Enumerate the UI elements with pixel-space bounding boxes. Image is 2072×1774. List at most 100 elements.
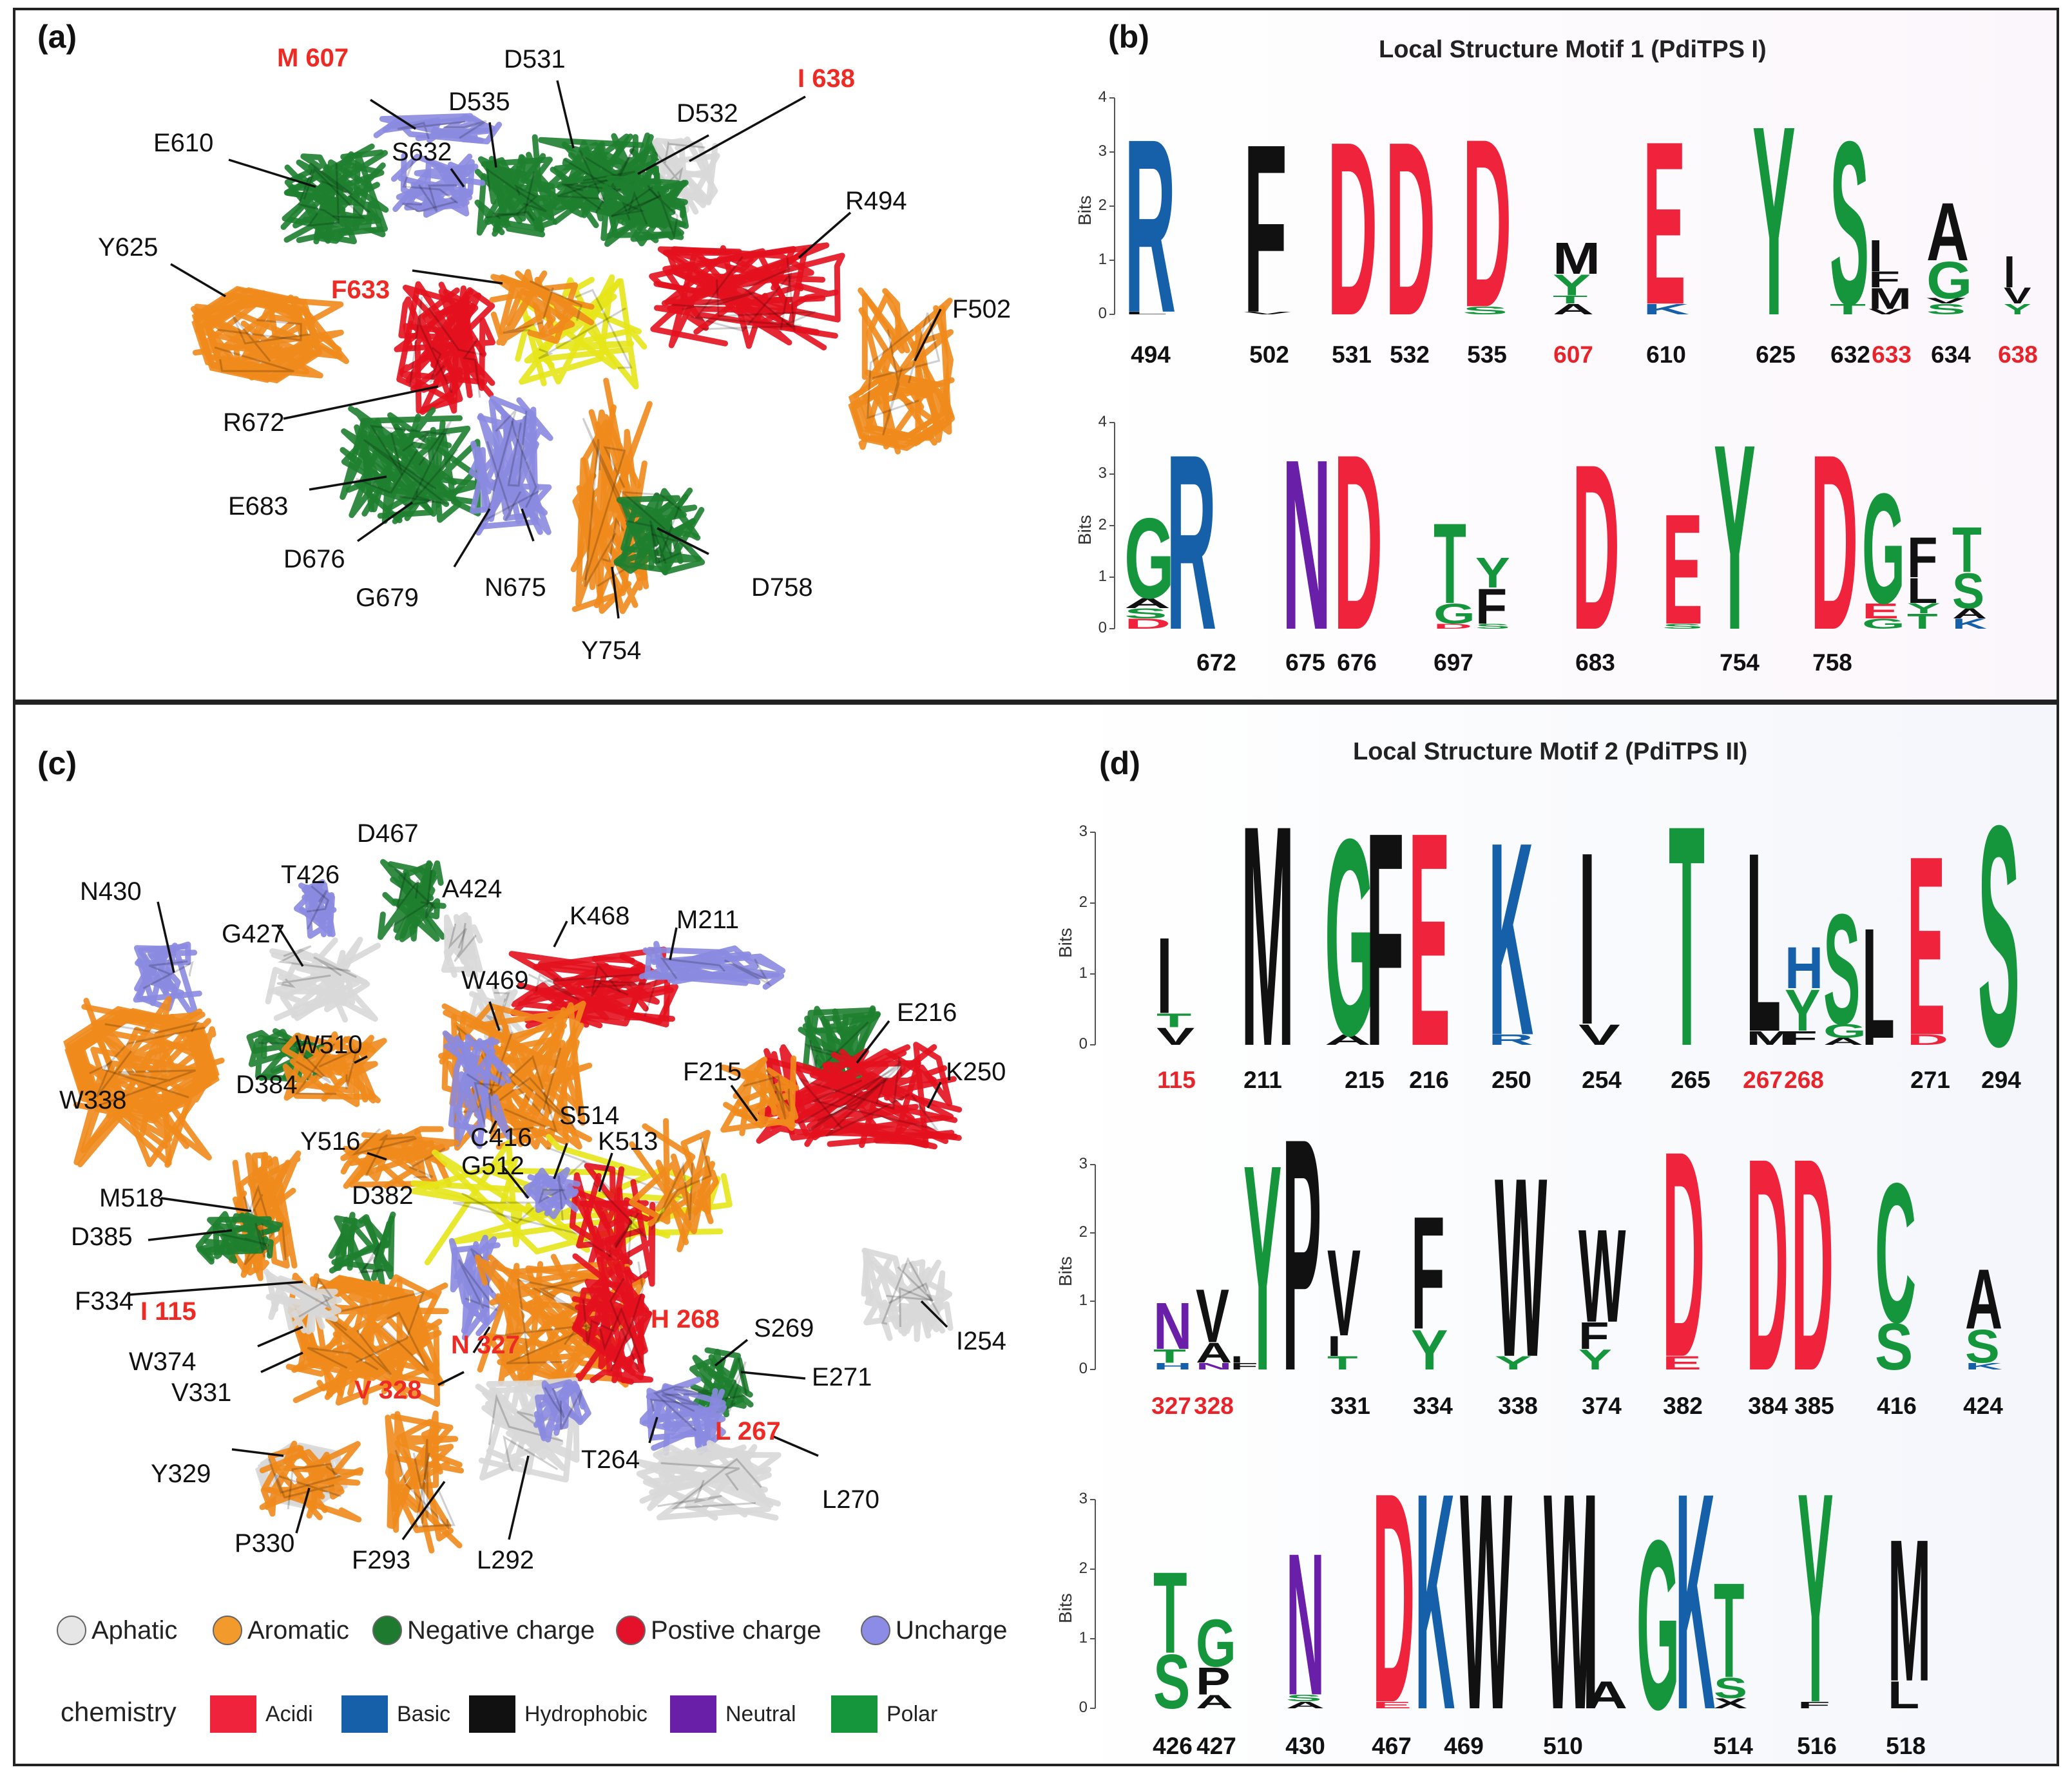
legend-chem-acidic-label: Acidi: [265, 1701, 313, 1726]
logo-d3-tick-3: 3: [1079, 1490, 1088, 1507]
logo-b1-col8-t0: T: [1830, 301, 1866, 318]
legend-uncharged-dot: [861, 1616, 890, 1645]
logo-d2-pos-382: 382: [1663, 1393, 1703, 1419]
label-a-d535: D535: [448, 88, 510, 116]
logo-d3-tick-0: 0: [1079, 1699, 1088, 1716]
leader-k468: [553, 920, 568, 948]
logo-b1-col9-f2: F: [1868, 267, 1900, 292]
label-c-d385: D385: [71, 1223, 133, 1251]
logo-b2-col4-g1: G: [1434, 598, 1475, 630]
label-c-m518: M518: [99, 1184, 164, 1212]
label-c-i115: I 115: [140, 1297, 197, 1326]
legend-chem-basic: Basic: [341, 1695, 450, 1733]
logo-b1-col9-i3: I: [1868, 231, 1883, 281]
leader-f502: [914, 309, 942, 361]
label-c-w469: W469: [461, 966, 529, 995]
logo-d2-col4-p0: P: [1282, 1070, 1321, 1440]
logo-d2-pos-424: 424: [1963, 1393, 2003, 1419]
residue-w510-stick: [281, 1031, 387, 1107]
leader-i638: [689, 95, 806, 162]
label-c-t264: T264: [581, 1445, 640, 1474]
legend-aliphatic-dot: [57, 1616, 86, 1645]
logo-d3-col2-s1: S: [1286, 1693, 1322, 1704]
logo-d2-pos-338: 338: [1498, 1393, 1538, 1419]
label-c-g427: G427: [222, 920, 285, 948]
leader-n675: [521, 508, 535, 542]
logo-d2-pos-331: 331: [1330, 1393, 1370, 1419]
logo-b1-col6-k0: K: [1643, 301, 1689, 318]
logo-d2-col10-d0: D: [1746, 1095, 1789, 1434]
leader-w510: [354, 1055, 368, 1064]
leader-t264: [648, 1416, 658, 1444]
legend-aliphatic-label: Aphatic: [91, 1616, 178, 1645]
logo-d2-col1-v2: V: [1196, 1275, 1229, 1359]
logo-b1-pos-632: 632: [1830, 341, 1870, 368]
residue-m211-stick: [638, 940, 786, 990]
label-c-d467: D467: [357, 819, 419, 848]
legend-positive-label: Postive charge: [651, 1616, 821, 1645]
logo-b1-col9-m1: M: [1868, 281, 1912, 315]
leader-l270: [772, 1435, 819, 1457]
panel-bottom-frame: [13, 702, 2059, 1766]
logo-d2-pos-416: 416: [1877, 1393, 1917, 1419]
label-a-d531: D531: [504, 45, 566, 73]
residue-f215-stick: [720, 1055, 800, 1136]
logo-b1-col2-d0: D: [1327, 90, 1377, 367]
logo-b1-col0-l0: L: [1124, 311, 1168, 315]
leader-f215: [730, 1084, 758, 1122]
logo-d3-tick-2: 2: [1079, 1559, 1088, 1577]
logo-d2-col7-y0: Y: [1495, 1352, 1531, 1373]
residue-n327-stick: [448, 1234, 505, 1340]
logo-d1-pos-115: 115: [1157, 1067, 1196, 1093]
legend-chem-hydrophobic-swatch: [469, 1695, 515, 1733]
residue-pyro-stick: [629, 1118, 719, 1252]
logo-b2-col0-a2: A: [1124, 595, 1171, 611]
logo-b2-col7-s0: S: [1662, 622, 1703, 630]
logo-d2-col13-s1: S: [1965, 1321, 2000, 1373]
logo-d1-col10-g1: G: [1823, 1020, 1866, 1042]
legend-negative-dot: [372, 1616, 402, 1645]
logo-b1-pos-633: 633: [1872, 341, 1912, 368]
logo-d3-col12-y1: Y: [1798, 1431, 1834, 1765]
logo-d2-col5-v2: V: [1327, 1224, 1361, 1362]
label-c-l267: L 267: [715, 1417, 781, 1445]
leader-g512: [501, 1165, 530, 1199]
label-c-d384: D384: [236, 1071, 298, 1099]
leader-e683: [309, 475, 387, 491]
legend-chem-basic-swatch: [341, 1695, 388, 1733]
logo-b1-col0-r1: R: [1124, 88, 1176, 365]
label-a-d676: D676: [283, 545, 345, 573]
logo-d1-col13-s0: S: [1978, 760, 2020, 1112]
logo-d1-col9-h2: H: [1785, 935, 1823, 1001]
logo-d2-col9-e0: E: [1662, 1353, 1702, 1374]
label-c-f215: F215: [683, 1058, 742, 1086]
logo-d1-col0-i2: I: [1156, 915, 1173, 1036]
label-a-n675: N675: [484, 573, 546, 602]
logo-d1-col0-v0: V: [1156, 1023, 1195, 1050]
logo-b1-pos-610: 610: [1646, 341, 1686, 368]
residue-g427-stick: [265, 937, 381, 1023]
logo-b1-pos-638: 638: [1998, 341, 2038, 368]
leader-d532: [637, 134, 709, 175]
logo-d3-pos-510: 510: [1543, 1733, 1583, 1759]
label-c-e271: E271: [812, 1363, 872, 1391]
label-a-y754: Y754: [581, 636, 642, 665]
logo-b1-tick-1: 1: [1098, 251, 1107, 268]
label-a-f633: F633: [331, 276, 390, 304]
residue-d382-stick: [328, 1211, 396, 1288]
logo-d1-pos-294: 294: [1981, 1067, 2021, 1093]
logo-d2-col13-k0: K: [1965, 1361, 2002, 1371]
residue-l267-stick: [635, 1440, 782, 1521]
legend-uncharged-label: Uncharge: [896, 1616, 1008, 1645]
logo-b1-pos-607: 607: [1553, 341, 1593, 368]
logo-d2-col9-d1: D: [1662, 1090, 1705, 1418]
logo-d1-col2-g1: G: [1325, 780, 1375, 1094]
logo-d1-col10-s2: S: [1823, 881, 1860, 1057]
logo-b2-col1-r0: R: [1166, 403, 1216, 682]
label-c-y516: Y516: [300, 1127, 361, 1156]
logo-b2-col5-s0: S: [1475, 622, 1510, 630]
label-a-g679: G679: [356, 584, 419, 612]
leader-e271: [740, 1371, 806, 1380]
logo-b1-col7-y0: Y: [1752, 70, 1796, 372]
leader-d385: [148, 1229, 233, 1241]
